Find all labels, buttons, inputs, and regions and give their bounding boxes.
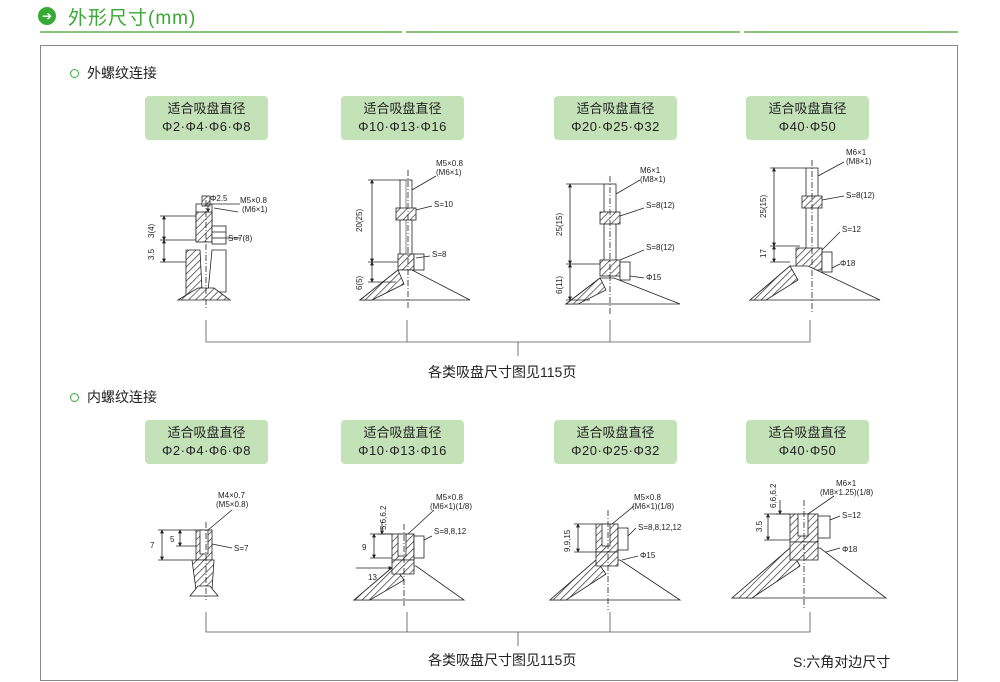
label-thread-alt: (M8×1) <box>640 175 666 184</box>
reference-note: 各类吸盘尺寸图见115页 <box>428 364 577 380</box>
badge-line1: 适合吸盘直径 <box>768 101 847 116</box>
badge-line1: 适合吸盘直径 <box>576 425 655 440</box>
badge-line2: Φ10·Φ13·Φ16 <box>358 443 447 458</box>
label-thread-alt: (M8×1) <box>846 157 872 166</box>
label-dim-top: 5,6,6.2 <box>379 505 388 530</box>
header-rule <box>406 31 740 33</box>
label-dim-a: 3(4) <box>147 223 156 238</box>
label-thread-alt: (M8×1.25)(1/8) <box>820 488 873 497</box>
badge-line2: Φ40·Φ50 <box>778 119 837 134</box>
badge-size-2: 适合吸盘直径 Φ10·Φ13·Φ16 <box>341 420 464 464</box>
label-thread: M6×1 <box>640 166 661 175</box>
badge-size-3: 适合吸盘直径 Φ20·Φ25·Φ32 <box>554 420 677 464</box>
label-thread: M5×0.8 <box>436 159 463 168</box>
label-hex: S=8,8,12,12 <box>638 523 682 532</box>
label-hex-bottom: S=8(12) <box>646 243 675 252</box>
label-phi: Φ15 <box>646 273 662 282</box>
badge-size-4: 适合吸盘直径 Φ40·Φ50 <box>746 96 869 140</box>
badge-line2: Φ20·Φ25·Φ32 <box>571 119 660 134</box>
label-thread-alt: (M6×1) <box>242 205 268 214</box>
drawing-ext-4 <box>748 160 881 312</box>
badge-size-1: 适合吸盘直径 Φ2·Φ4·Φ6·Φ8 <box>145 420 268 464</box>
reference-note: 各类吸盘尺寸图见115页 <box>428 652 577 668</box>
label-dim-top: 6,6,6.2 <box>769 483 778 508</box>
label-phi: Φ18 <box>840 259 856 268</box>
label-hex: S=7(8) <box>228 234 253 243</box>
label-dim-a: 3.5 <box>755 520 764 532</box>
label-hex-bottom: S=12 <box>842 225 861 234</box>
label-thread: M5×0.8 <box>436 493 463 502</box>
badge-size-3: 适合吸盘直径 Φ20·Φ25·Φ32 <box>554 96 677 140</box>
drawing-int-2 <box>352 509 466 606</box>
label-hex: S=8,8,12 <box>434 527 467 536</box>
label-hex-top: S=8(12) <box>846 191 875 200</box>
label-dim-a: 9,9,15 <box>563 529 572 552</box>
badge-line1: 适合吸盘直径 <box>363 101 442 116</box>
label-thread-alt: (M6×1) <box>436 168 462 177</box>
badge-line1: 适合吸盘直径 <box>576 101 655 116</box>
badge-line2: Φ20·Φ25·Φ32 <box>571 443 660 458</box>
arrow-right-icon: ➔ <box>38 7 56 25</box>
label-hex: S=7 <box>234 544 249 553</box>
label-dim-a: 25(15) <box>555 213 564 236</box>
label-dim-b: 6(5) <box>355 275 364 290</box>
badge-line2: Φ2·Φ4·Φ6·Φ8 <box>162 119 251 134</box>
label-dim-b: 5 <box>170 535 175 544</box>
badge-size-1: 适合吸盘直径 Φ2·Φ4·Φ6·Φ8 <box>145 96 268 140</box>
drawing-int-4 <box>730 495 888 610</box>
section-header: ➔ 外形尺寸(mm) <box>38 2 196 30</box>
dimension-panel <box>40 45 958 681</box>
label-thread: M5×0.8 <box>240 196 267 205</box>
label-hex-top: S=8(12) <box>646 201 675 210</box>
badge-line1: 适合吸盘直径 <box>167 425 246 440</box>
label-thread-alt: (M6×1)(1/8) <box>632 502 674 511</box>
footnote: S:六角对边尺寸 <box>793 654 891 670</box>
drawing-ext-2 <box>358 170 471 310</box>
header-rule <box>40 31 402 33</box>
label-dim-a: 7 <box>150 541 155 550</box>
section-title-text: 外螺纹连接 <box>87 65 157 81</box>
drawing-int-1 <box>158 509 233 600</box>
label-hex-bottom: S=8 <box>432 250 447 259</box>
page-title: 外形尺寸(mm) <box>68 7 197 29</box>
section-title-external-thread: 外螺纹连接 <box>70 63 157 83</box>
label-dim-b: 6(11) <box>555 276 564 294</box>
label-dim-b: 13 <box>368 573 377 582</box>
badge-line2: Φ2·Φ4·Φ6·Φ8 <box>162 443 251 458</box>
label-phi: Φ15 <box>640 551 656 560</box>
badge-line1: 适合吸盘直径 <box>363 425 442 440</box>
bracket-2 <box>205 612 811 646</box>
label-dim-b: 17 <box>759 249 768 258</box>
label-thread-alt: (M6×1)(1/8) <box>430 502 472 511</box>
badge-line2: Φ10·Φ13·Φ16 <box>358 119 447 134</box>
circle-icon <box>70 68 79 78</box>
section-title-internal-thread: 内螺纹连接 <box>70 387 157 407</box>
label-thread: M4×0.7 <box>218 491 245 500</box>
label-dim-a: 20(25) <box>355 209 364 232</box>
badge-line1: 适合吸盘直径 <box>167 101 246 116</box>
badge-size-2: 适合吸盘直径 Φ10·Φ13·Φ16 <box>341 96 464 140</box>
badge-size-4: 适合吸盘直径 Φ40·Φ50 <box>746 420 869 464</box>
label-thread-alt: (M5×0.8) <box>216 500 249 509</box>
label-thread: M6×1 <box>836 479 857 488</box>
header-rule <box>744 31 958 33</box>
label-thread: M6×1 <box>846 148 867 157</box>
label-dim-a: 25(15) <box>759 195 768 218</box>
section-title-text: 内螺纹连接 <box>87 389 157 405</box>
drawing-int-3 <box>548 505 682 610</box>
label-dim-b: 3.5 <box>147 248 156 260</box>
circle-icon <box>70 392 79 402</box>
label-thread: M5×0.8 <box>634 493 661 502</box>
label-dim-a: 9 <box>362 543 367 552</box>
label-phi: Φ18 <box>842 545 858 554</box>
drawing-ext-1 <box>160 195 240 310</box>
badge-line1: 适合吸盘直径 <box>768 425 847 440</box>
bracket-1 <box>205 320 811 356</box>
drawing-ext-3 <box>564 176 681 316</box>
badge-line2: Φ40·Φ50 <box>778 443 837 458</box>
label-hex: S=12 <box>842 511 861 520</box>
label-phi: Φ2.5 <box>210 194 228 203</box>
label-hex-top: S=10 <box>434 200 453 209</box>
